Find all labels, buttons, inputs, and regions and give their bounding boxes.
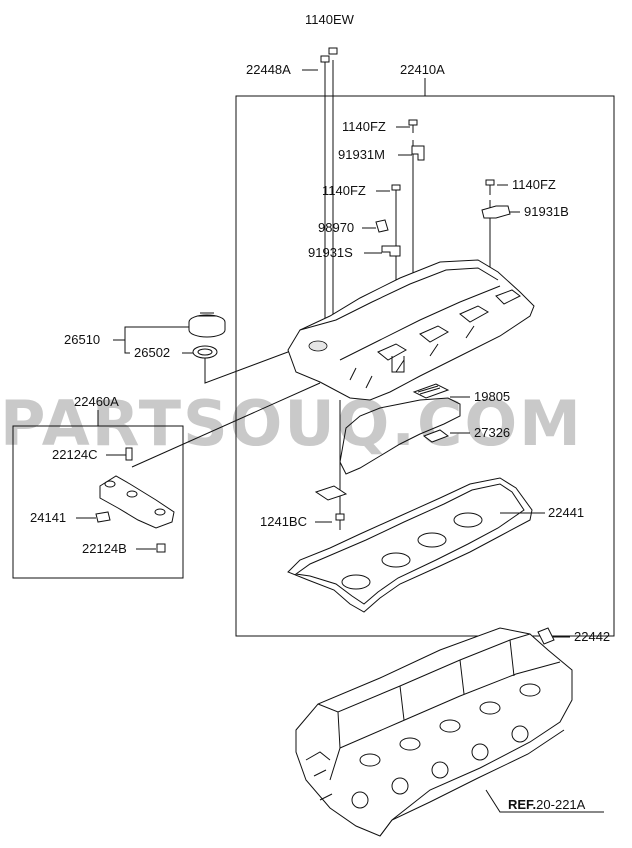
pin-24141 [95, 511, 111, 523]
label-1140fz-c: 1140FZ [512, 177, 556, 192]
label-1140fz-a: 1140FZ [342, 119, 386, 134]
label-26502: 26502 [134, 345, 170, 360]
cam-bracket [99, 475, 175, 529]
label-1241bc: 1241BC [260, 514, 307, 529]
label-22460a: 22460A [74, 394, 119, 409]
oil-filler-cap [188, 312, 226, 338]
dowel-22124b [156, 543, 166, 553]
label-22410a: 22410A [400, 62, 445, 77]
bracket-91931m [411, 145, 425, 161]
bolt-1140fz-b [391, 184, 401, 200]
baffle-plate [412, 383, 450, 399]
bracket-91931b [481, 205, 511, 219]
bolt-1140ew [320, 47, 338, 78]
cap-gasket [192, 345, 218, 359]
spark-plug-seal [339, 397, 461, 475]
label-22441: 22441 [548, 505, 584, 520]
valve-cover-gasket [287, 477, 533, 613]
label-22124b: 22124B [82, 541, 127, 556]
bolt-1140fz-a [408, 119, 418, 133]
watermark: PARTSOUQ.COM [0, 387, 583, 460]
label-22448a: 22448A [246, 62, 291, 77]
bolt-1140fz-c [485, 179, 495, 195]
label-24141: 24141 [30, 510, 66, 525]
assembly-frame [235, 95, 615, 637]
reference-prefix: REF. [508, 797, 536, 812]
reference-number: 20-221A [536, 797, 585, 812]
label-91931s: 91931S [308, 245, 353, 260]
label-22124c: 22124C [52, 447, 98, 462]
label-27326: 27326 [474, 425, 510, 440]
bolt-1241bc [335, 513, 345, 530]
reference-label: REF.20-221A [508, 797, 586, 812]
bracket-91931s [381, 245, 401, 257]
label-22442: 22442 [574, 629, 610, 644]
dowel-22124c [125, 447, 133, 461]
leader-lines [76, 60, 604, 813]
label-98970: 98970 [318, 220, 354, 235]
label-19805: 19805 [474, 389, 510, 404]
valve-cover [287, 259, 535, 401]
label-1140ew: 1140EW [305, 12, 355, 27]
label-91931b: 91931B [524, 204, 569, 219]
label-91931m: 91931M [338, 147, 385, 162]
pcv-part [422, 429, 450, 443]
cylinder-head [295, 627, 573, 837]
label-26510: 26510 [64, 332, 100, 347]
seal-22442 [537, 627, 555, 645]
bracket-plate [314, 485, 348, 501]
label-1140fz-b: 1140FZ [322, 183, 366, 198]
clip-98970 [375, 219, 389, 233]
